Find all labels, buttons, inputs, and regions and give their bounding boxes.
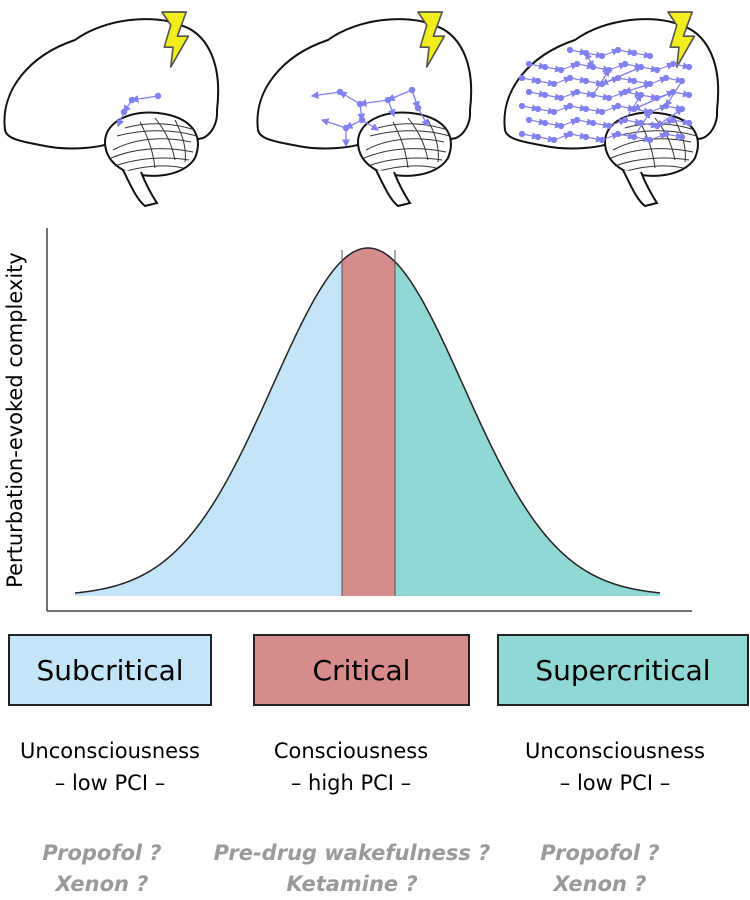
pci-text: – low PCI –: [559, 771, 671, 795]
chart-axes: [46, 228, 692, 612]
supercritical-state: Unconsciousness – low PCI –: [490, 735, 740, 799]
supercritical-region: [395, 261, 660, 596]
subcritical-region: [75, 260, 342, 596]
state-text: Consciousness: [273, 739, 429, 763]
y-axis-label: Perturbation-evoked complexity: [3, 252, 27, 588]
supercritical-drugs: Propofol ? Xenon ?: [450, 838, 750, 900]
drug-item: Xenon ?: [553, 872, 647, 896]
activation-network: [116, 92, 162, 128]
drug-item: Xenon ?: [55, 872, 149, 896]
complexity-curve: [74, 247, 661, 594]
subcritical-drugs: Propofol ? Xenon ?: [0, 838, 252, 900]
activation-network: [310, 86, 429, 148]
critical-region: [342, 248, 395, 596]
subcritical-box: Subcritical: [8, 634, 212, 706]
critical-label: Critical: [312, 653, 411, 687]
drug-item: Propofol ?: [42, 841, 162, 865]
state-text: Unconsciousness: [525, 739, 705, 763]
supercritical-label: Supercritical: [535, 653, 711, 687]
critical-box: Critical: [253, 634, 470, 706]
drug-item: Pre-drug wakefulness ?: [213, 841, 491, 865]
drug-item: Ketamine ?: [286, 872, 418, 896]
activation-network: [518, 46, 693, 144]
subcritical-state: Unconsciousness – low PCI –: [0, 735, 235, 799]
critical-drugs: Pre-drug wakefulness ? Ketamine ?: [202, 838, 502, 900]
state-text: Unconsciousness: [20, 739, 200, 763]
drug-item: Propofol ?: [540, 841, 660, 865]
pci-text: – high PCI –: [290, 771, 412, 795]
subcritical-label: Subcritical: [36, 653, 184, 687]
brain-icon: [3, 18, 220, 208]
supercritical-box: Supercritical: [497, 634, 749, 706]
pci-text: – low PCI –: [54, 771, 166, 795]
critical-state: Consciousness – high PCI –: [226, 735, 476, 799]
